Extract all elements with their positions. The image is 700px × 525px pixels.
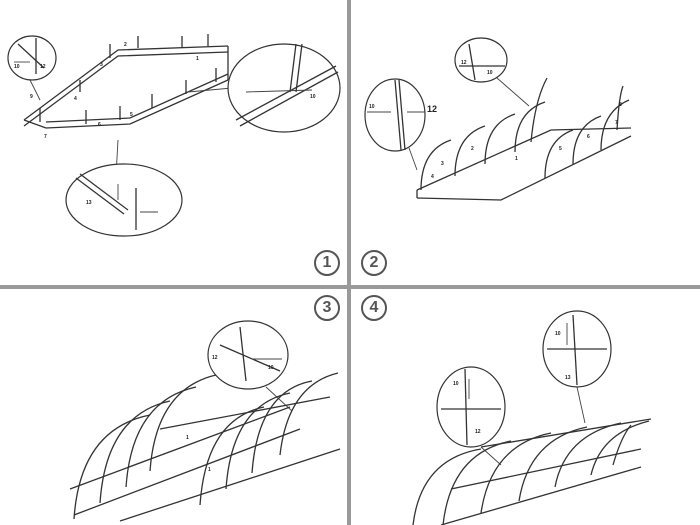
part-label: 2 [124, 42, 127, 48]
part-label: 10 [453, 381, 459, 387]
part-label: 6 [98, 122, 101, 128]
part-label: 12 [475, 429, 481, 435]
panel-step-2: 12 10 10 12 [351, 0, 700, 285]
part-label: 1 [208, 467, 211, 473]
hoop-set [420, 77, 630, 191]
detail-bubble-ridge [207, 320, 289, 390]
part-label: 12 [212, 355, 218, 361]
part-label: 4 [431, 174, 434, 180]
panel-step-4: 4 10 12 10 13 [351, 289, 700, 525]
greenhouse-frame [412, 418, 652, 525]
part-label: 13 [86, 200, 92, 206]
detail-pipe [468, 43, 476, 81]
final-frame-drawing: 10 12 10 13 [412, 310, 652, 525]
hoops-assembly-drawing: 12 10 10 12 [364, 37, 632, 201]
detail-pipe [235, 65, 337, 121]
panel-divider-horizontal [0, 285, 700, 289]
panel-step-1: 10 12 [0, 0, 347, 285]
step-number-badge: 4 [361, 295, 387, 321]
leader-line [576, 386, 586, 424]
part-label: 9 [30, 94, 33, 100]
detail-bolt [245, 89, 313, 93]
part-label: 1 [186, 435, 189, 441]
leader-line [480, 446, 502, 466]
base-frame [23, 34, 229, 129]
step-number-badge: 3 [314, 295, 340, 321]
detail-bubble-left [436, 366, 506, 448]
detail-pipe [79, 173, 129, 211]
detail-pipe [239, 326, 247, 382]
base-frame-drawing: 10 12 [7, 34, 341, 237]
detail-pipe [295, 43, 303, 93]
part-label: 7 [615, 120, 618, 126]
step-number-badge: 1 [314, 250, 340, 276]
ridge-assembly-drawing: 12 10 1 1 [69, 320, 341, 522]
base-frame [416, 127, 632, 201]
detail-pipe [464, 368, 468, 446]
detail-pipe [75, 177, 125, 215]
part-label: 6 [587, 134, 590, 140]
part-label: 1 [515, 156, 518, 162]
part-label: 10 [369, 104, 375, 110]
part-label: 5 [559, 146, 562, 152]
panel-step-3: 3 12 10 [0, 289, 347, 525]
detail-bubble-top [454, 37, 508, 83]
part-label: 1 [196, 56, 199, 62]
part-label: 10 [487, 70, 493, 76]
detail-pipe [398, 79, 406, 151]
part-label: 12 [427, 104, 437, 114]
part-label: 4 [74, 96, 77, 102]
part-label: 3 [100, 62, 103, 68]
part-label: 5 [130, 112, 133, 118]
leader-line [29, 79, 41, 101]
detail-pipe [17, 43, 45, 69]
detail-pipe [394, 79, 402, 151]
detail-pipe [289, 43, 297, 93]
part-label: 8 [619, 102, 622, 108]
part-label: 2 [471, 146, 474, 152]
leader-line [496, 77, 530, 107]
detail-bubble-left [364, 78, 426, 152]
detail-pipe [239, 71, 339, 127]
part-label: 13 [565, 375, 571, 381]
part-label: 12 [40, 64, 46, 70]
part-label: 10 [268, 365, 274, 371]
leader-line [408, 147, 418, 171]
detail-bubble-corner [7, 35, 57, 81]
part-label: 10 [14, 64, 20, 70]
part-label: 7 [44, 134, 47, 140]
greenhouse-frame [69, 372, 341, 522]
part-label: 12 [461, 60, 467, 66]
detail-bubble-base [65, 163, 183, 237]
leader-line [265, 386, 293, 412]
part-label: 3 [441, 161, 444, 167]
panel-divider-vertical [347, 0, 351, 525]
leader-line [187, 87, 233, 93]
detail-pipe [572, 314, 578, 386]
part-label: 10 [555, 331, 561, 337]
detail-bubble-joint [227, 43, 341, 133]
part-label: 10 [310, 94, 316, 100]
step-number-badge: 2 [361, 250, 387, 276]
detail-pipe [219, 344, 281, 372]
